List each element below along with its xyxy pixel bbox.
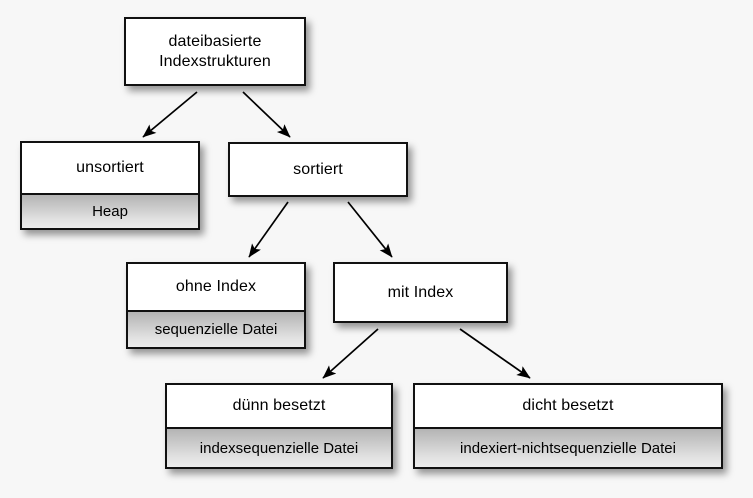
- node-unsortiert[interactable]: unsortiert Heap: [20, 141, 200, 230]
- node-dicht-besetzt-title: dicht besetzt: [415, 385, 721, 427]
- edge-root-to-unsortiert: [142, 91, 198, 138]
- node-dicht-besetzt-subtitle: indexiert-nichtsequenzielle Datei: [415, 427, 721, 467]
- node-mit-index-title: mit Index: [335, 264, 506, 321]
- edge-sortiert-to-ohne-index: [248, 201, 289, 258]
- node-sortiert-title: sortiert: [230, 144, 406, 195]
- node-dicht-besetzt[interactable]: dicht besetzt indexiert-nichtsequenziell…: [413, 383, 723, 469]
- node-unsortiert-title: unsortiert: [22, 143, 198, 193]
- node-duenn-besetzt[interactable]: dünn besetzt indexsequenzielle Datei: [165, 383, 393, 469]
- node-duenn-besetzt-subtitle: indexsequenzielle Datei: [167, 427, 391, 467]
- edge-sortiert-to-mit-index: [347, 201, 393, 258]
- node-root-title: dateibasierte Indexstrukturen: [126, 19, 304, 84]
- edge-mit-index-to-dicht-besetzt: [459, 328, 531, 379]
- node-ohne-index-subtitle: sequenzielle Datei: [128, 310, 304, 347]
- node-root[interactable]: dateibasierte Indexstrukturen: [124, 17, 306, 86]
- node-ohne-index-title: ohne Index: [128, 264, 304, 310]
- node-mit-index[interactable]: mit Index: [333, 262, 508, 323]
- node-sortiert[interactable]: sortiert: [228, 142, 408, 197]
- node-duenn-besetzt-title: dünn besetzt: [167, 385, 391, 427]
- edge-root-to-sortiert: [242, 91, 291, 138]
- edge-mit-index-to-duenn-besetzt: [322, 328, 379, 379]
- node-unsortiert-subtitle: Heap: [22, 193, 198, 228]
- node-ohne-index[interactable]: ohne Index sequenzielle Datei: [126, 262, 306, 349]
